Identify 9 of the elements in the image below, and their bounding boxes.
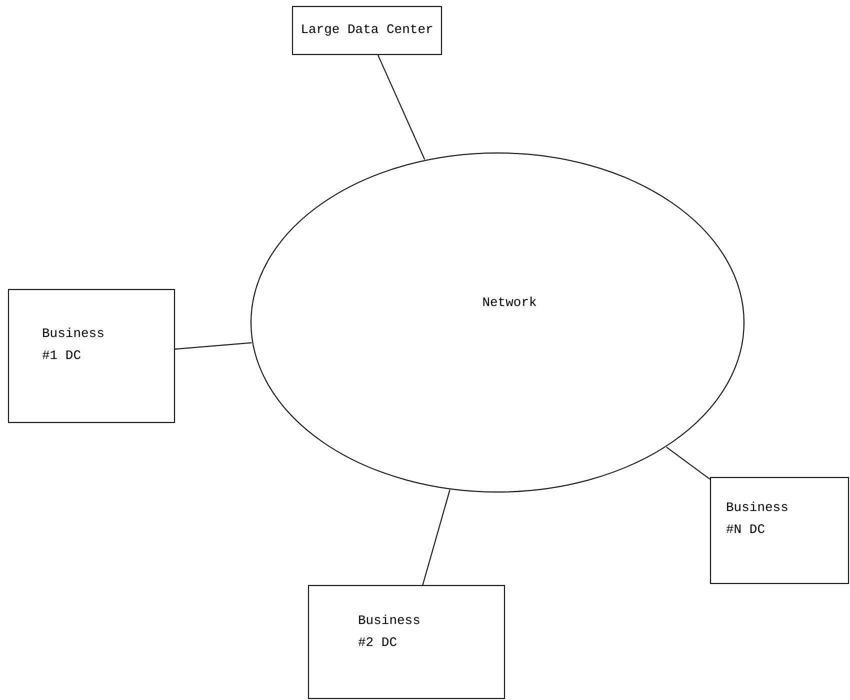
node-label: Business #2 DC (358, 612, 422, 652)
connector-line (174, 342, 252, 350)
node-label: Business #1 DC (42, 325, 106, 366)
node-label: Large Data Center (300, 21, 434, 40)
connector-line (666, 446, 710, 480)
node-label: Network (482, 294, 537, 312)
connector-line (377, 54, 426, 160)
node-label: Business #N DC (726, 499, 790, 540)
connector-line (422, 489, 450, 586)
